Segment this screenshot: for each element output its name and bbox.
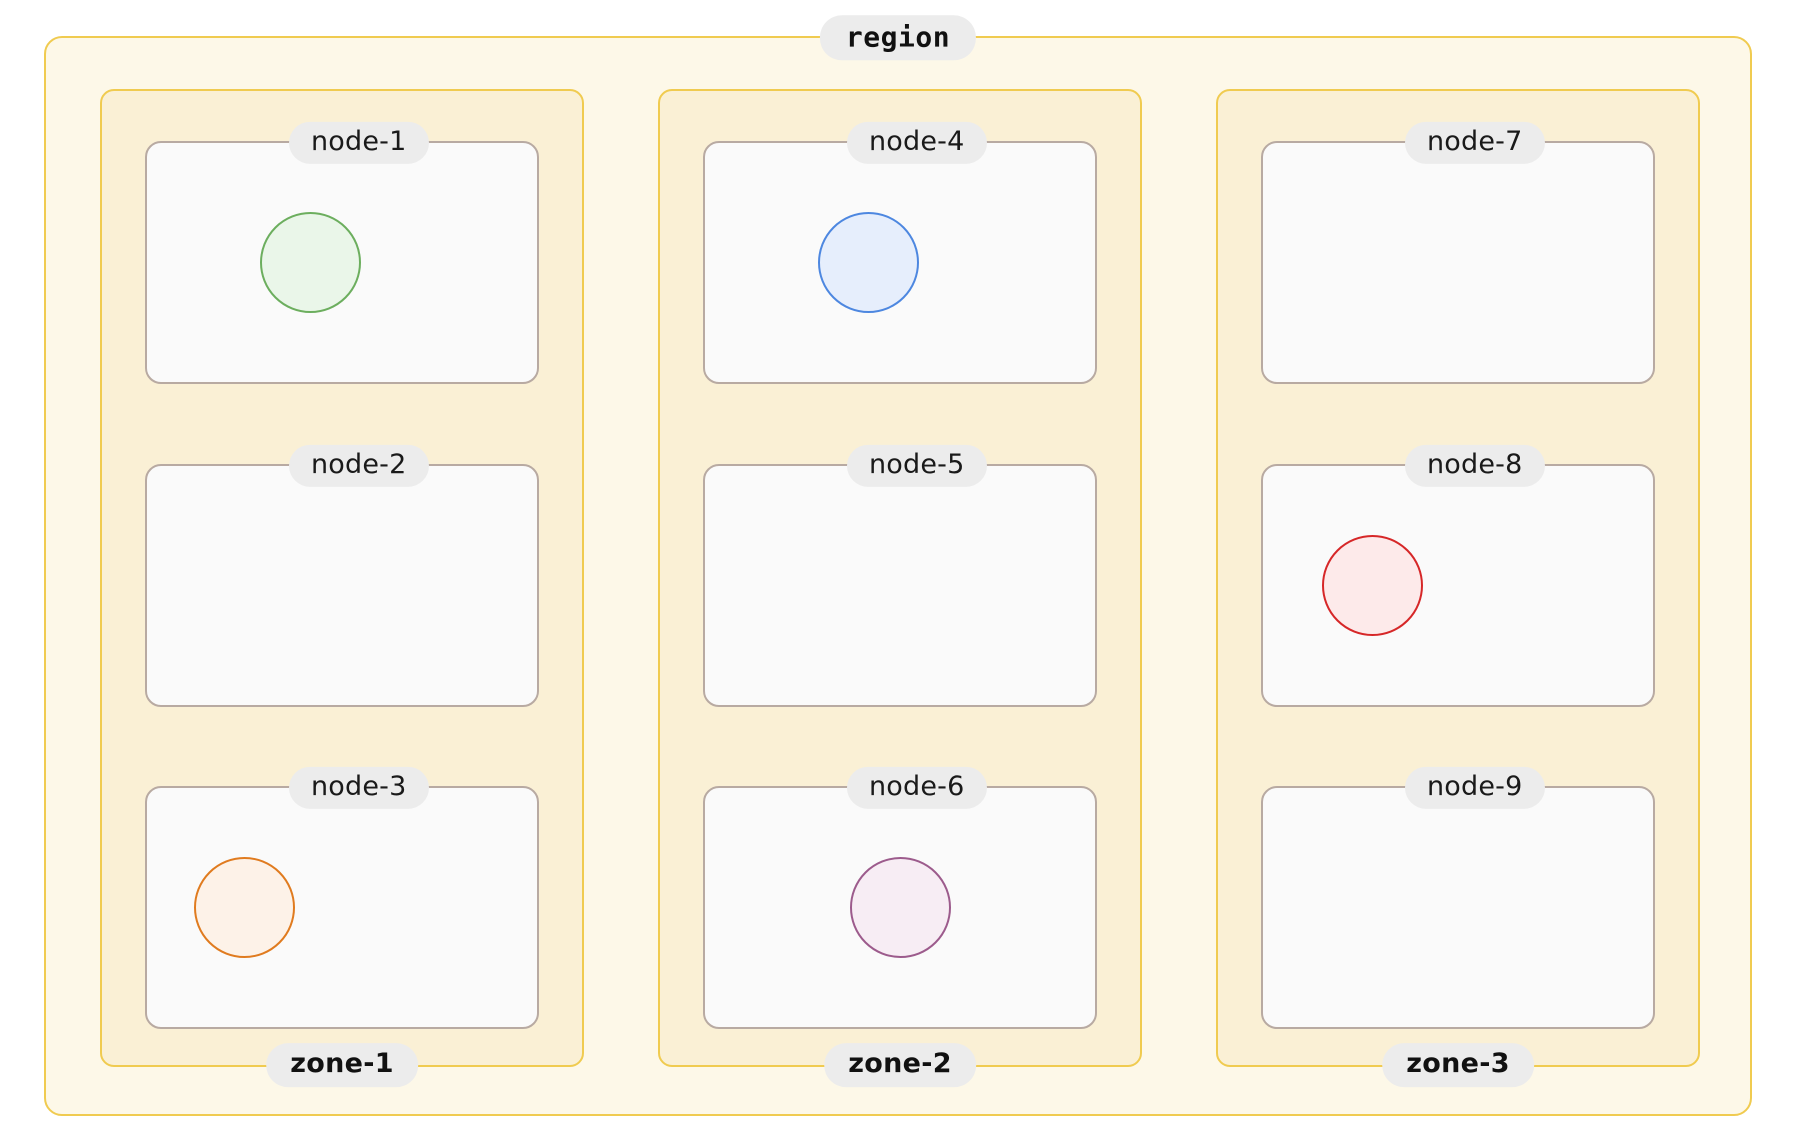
node-3-body <box>147 788 537 1027</box>
node-label-3: node-3 <box>288 766 429 810</box>
zone-container-1[interactable]: node-1 node-2 node-3 zone-1 <box>100 89 584 1088</box>
zone-label-2: zone-2 <box>824 1042 976 1088</box>
node-container-5[interactable]: node-5 <box>703 444 1097 707</box>
region-container[interactable]: region node-1 node-2 <box>44 15 1752 1116</box>
node-label-7: node-7 <box>1404 121 1545 165</box>
green-circle-icon <box>260 212 362 313</box>
node-8-body <box>1263 466 1653 705</box>
node-7-body <box>1263 143 1653 382</box>
zone-2-node-list: node-4 node-5 node-6 <box>703 121 1097 1029</box>
node-2-body <box>147 466 537 705</box>
node-label-6: node-6 <box>846 766 987 810</box>
node-container-6[interactable]: node-6 <box>703 766 1097 1029</box>
node-label-4: node-4 <box>846 121 987 165</box>
blue-circle-icon <box>818 212 920 313</box>
node-container-8[interactable]: node-8 <box>1261 444 1655 707</box>
zone-3-node-list: node-7 node-8 node-9 <box>1261 121 1655 1029</box>
node-container-1[interactable]: node-1 <box>145 121 539 384</box>
zone-label-1: zone-1 <box>266 1042 418 1088</box>
zone-row: node-1 node-2 node-3 zone-1 <box>100 89 1700 1088</box>
node-5-body <box>705 466 1095 705</box>
node-container-2[interactable]: node-2 <box>145 444 539 707</box>
orange-circle-icon <box>194 857 295 958</box>
node-6-body <box>705 788 1095 1027</box>
zone-1-node-list: node-1 node-2 node-3 <box>145 121 539 1029</box>
node-container-4[interactable]: node-4 <box>703 121 1097 384</box>
zone-container-2[interactable]: node-4 node-5 node-6 zone-2 <box>658 89 1142 1088</box>
node-container-9[interactable]: node-9 <box>1261 766 1655 1029</box>
node-1-body <box>147 143 537 382</box>
region-label: region <box>819 15 977 61</box>
node-label-9: node-9 <box>1404 766 1545 810</box>
node-label-8: node-8 <box>1404 444 1545 487</box>
node-container-7[interactable]: node-7 <box>1261 121 1655 384</box>
red-circle-icon <box>1321 534 1423 636</box>
node-label-5: node-5 <box>846 444 987 487</box>
node-label-1: node-1 <box>288 121 429 165</box>
node-9-body <box>1263 788 1653 1027</box>
zone-container-3[interactable]: node-7 node-8 node-9 zone-3 <box>1216 89 1700 1088</box>
zone-label-3: zone-3 <box>1382 1042 1534 1088</box>
node-container-3[interactable]: node-3 <box>145 766 539 1029</box>
node-label-2: node-2 <box>288 444 429 487</box>
node-4-body <box>705 143 1095 382</box>
purple-circle-icon <box>849 857 951 958</box>
